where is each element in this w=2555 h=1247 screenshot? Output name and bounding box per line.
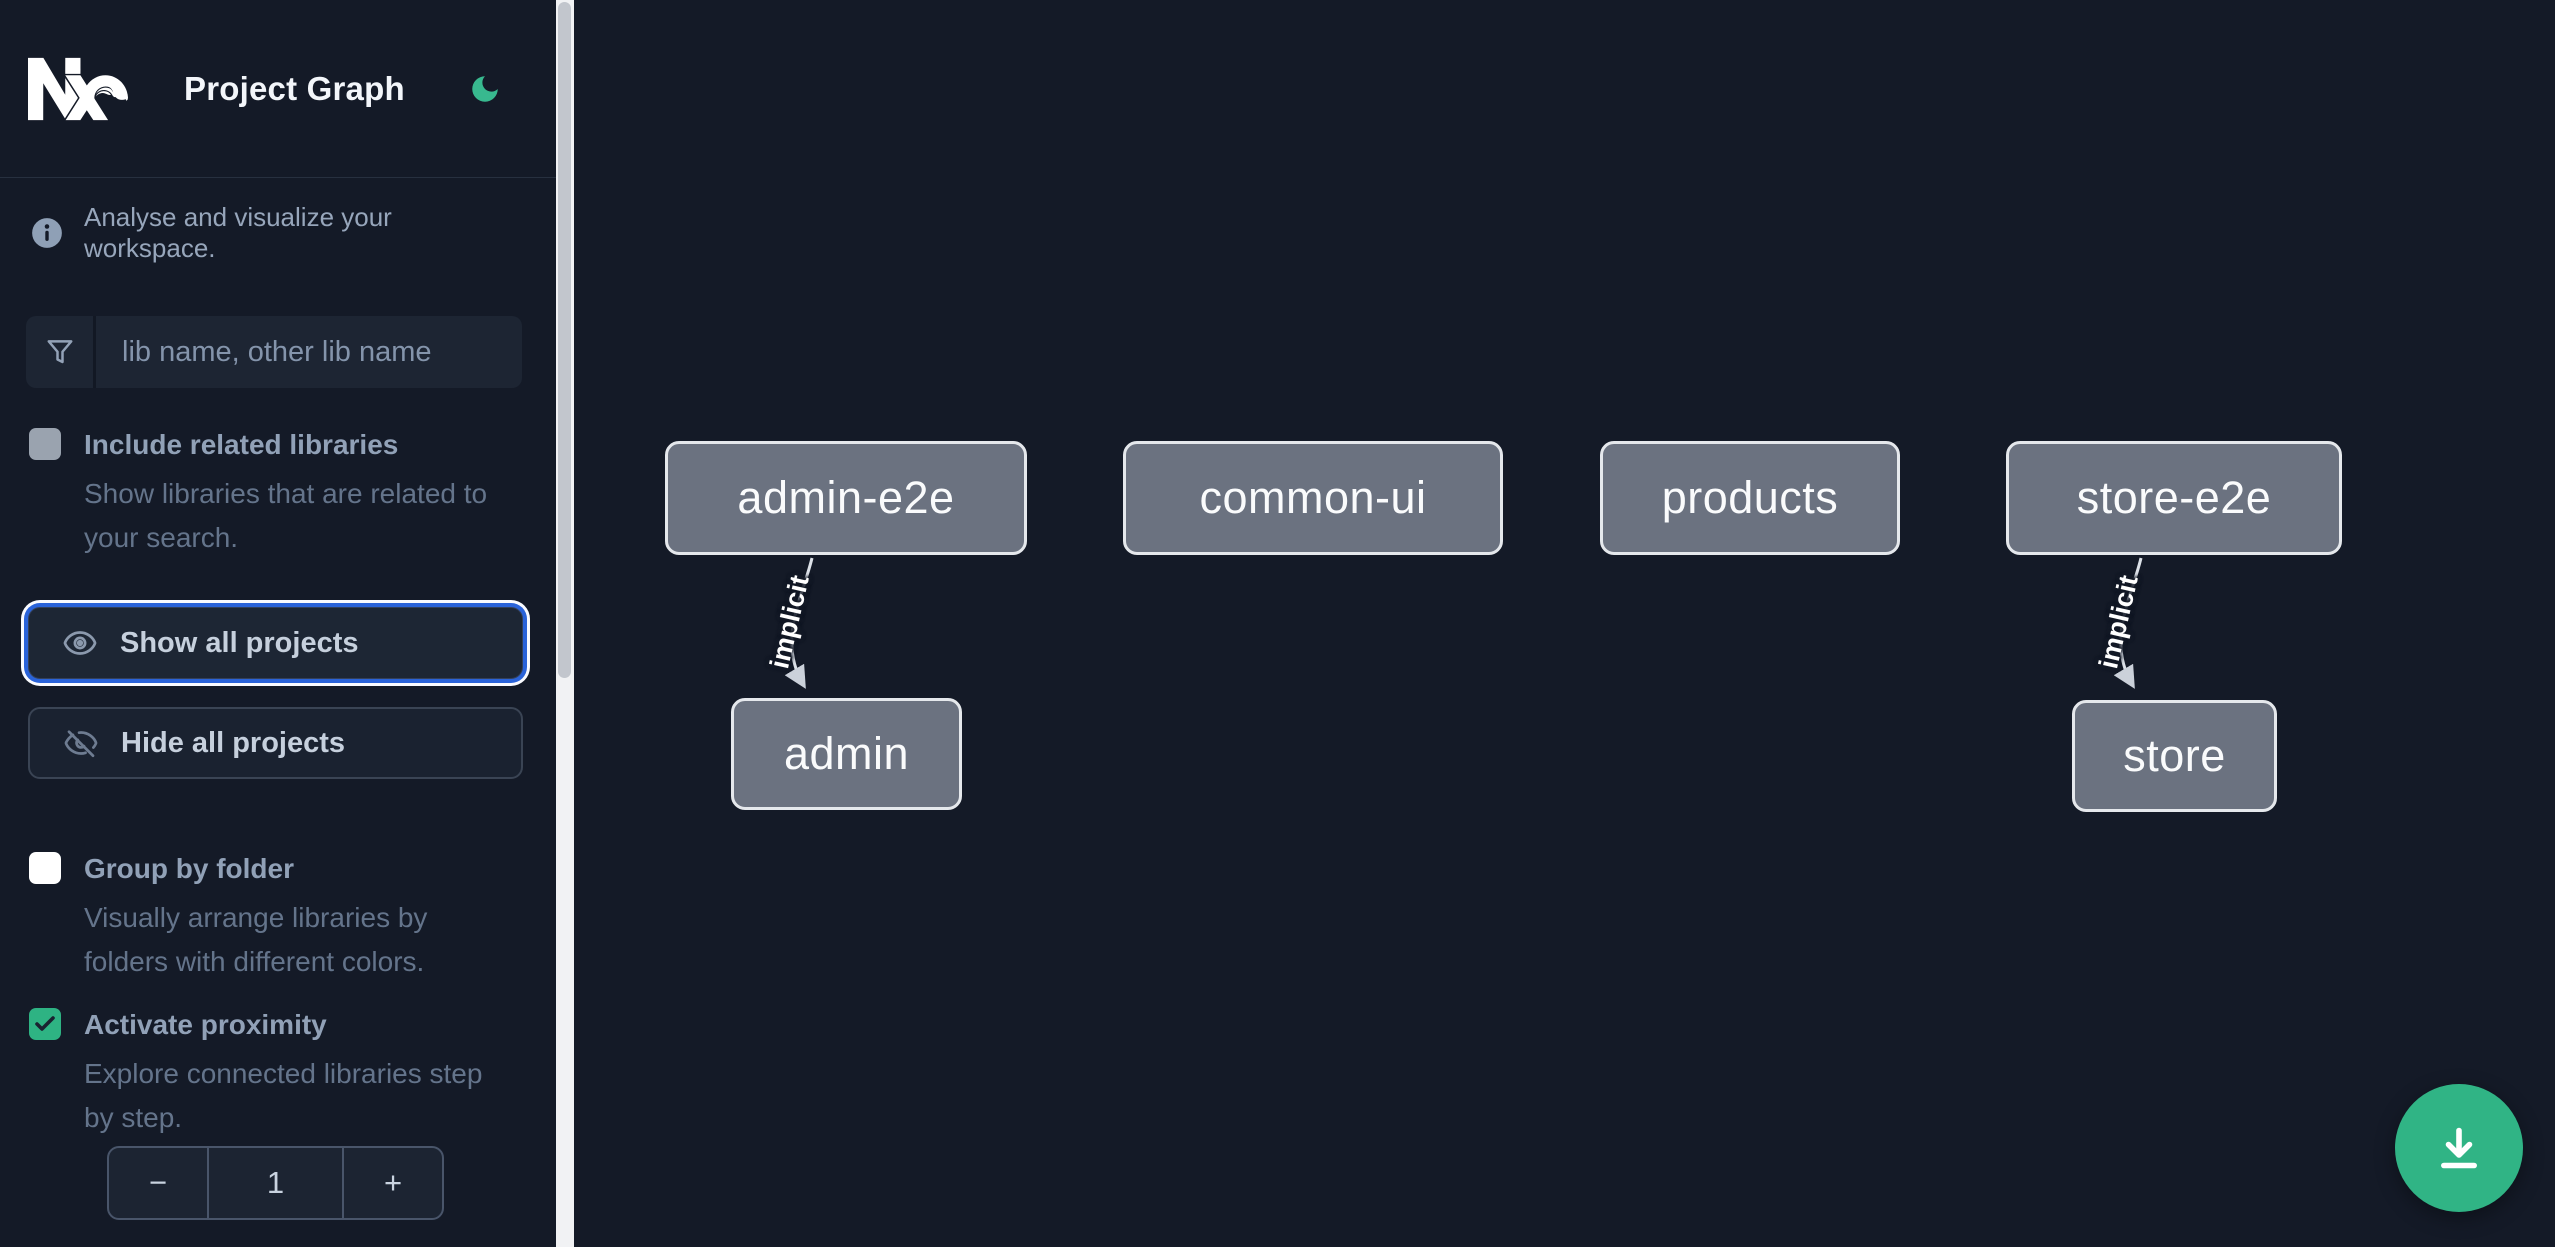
graph-node-common-ui[interactable]: common-ui (1123, 441, 1503, 555)
check-icon (35, 1016, 55, 1031)
sidebar-header: Project Graph (0, 0, 556, 178)
include-related-checkbox[interactable] (29, 428, 61, 460)
show-all-projects-button[interactable]: Show all projects (28, 607, 523, 679)
group-by-folder-label: Group by folder (84, 853, 294, 884)
moon-icon (472, 75, 498, 102)
activate-proximity-description: Explore connected libraries step by step… (84, 1058, 483, 1133)
show-all-projects-label: Show all projects (120, 626, 359, 659)
activate-proximity-checkbox[interactable] (29, 1008, 61, 1040)
eye-off-icon (64, 730, 98, 758)
proximity-stepper: − 1 + (107, 1146, 444, 1220)
funnel-icon (26, 316, 96, 388)
include-related-label: Include related libraries (84, 429, 399, 460)
page-title: Project Graph (184, 69, 405, 107)
group-by-folder-description: Visually arrange libraries by folders wi… (84, 902, 428, 977)
eye-icon (63, 631, 97, 655)
graph-node-store-e2e[interactable]: store-e2e (2006, 441, 2342, 555)
download-icon (2441, 1127, 2477, 1169)
group-by-folder-checkbox[interactable] (29, 852, 61, 884)
include-related-description: Show libraries that are related to your … (84, 478, 488, 553)
option-group-by-folder: Group by folder Visually arrange librari… (29, 852, 529, 984)
intro-text: Analyse and visualize your workspace. (84, 202, 392, 263)
activate-proximity-label: Activate proximity (84, 1009, 327, 1040)
graph-edge-store-e2e-store (2113, 557, 2143, 689)
proximity-value: 1 (207, 1148, 344, 1218)
sidebar-scrollbar-track (556, 0, 574, 1247)
option-include-related: Include related libraries Show libraries… (29, 428, 529, 560)
sidebar: Project Graph Analyse and visualize your… (0, 0, 556, 1247)
graph-node-products[interactable]: products (1600, 441, 1900, 555)
hide-all-projects-label: Hide all projects (121, 726, 346, 759)
graph-node-admin-e2e[interactable]: admin-e2e (665, 441, 1027, 555)
hide-all-projects-button[interactable]: Hide all projects (28, 707, 523, 779)
graph-edges-svg (784, 557, 2143, 689)
graph-node-admin[interactable]: admin (731, 698, 962, 810)
nx-logo-icon (28, 57, 128, 120)
proximity-decrement-button[interactable]: − (109, 1148, 207, 1218)
download-graph-button[interactable] (2395, 1084, 2523, 1212)
info-icon (32, 218, 62, 248)
option-activate-proximity: Activate proximity Explore connected lib… (29, 1008, 529, 1140)
graph-edge-admin-e2e-admin (784, 557, 814, 689)
filter-input[interactable] (96, 316, 522, 388)
intro-row: Analyse and visualize your workspace. (30, 202, 530, 264)
sidebar-scrollbar-thumb[interactable] (558, 2, 571, 678)
theme-toggle-button[interactable] (468, 72, 502, 106)
filter-box (26, 316, 522, 388)
proximity-increment-button[interactable]: + (344, 1148, 442, 1218)
graph-node-store[interactable]: store (2072, 700, 2277, 812)
